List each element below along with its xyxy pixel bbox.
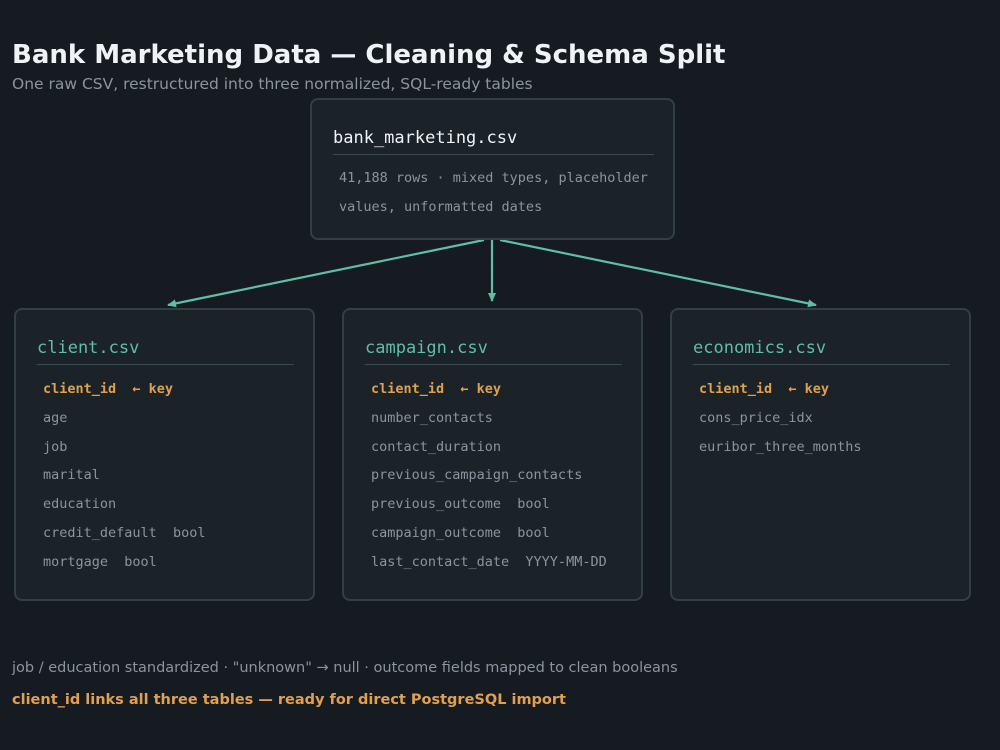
field: marital (43, 467, 100, 484)
field: job (43, 438, 68, 455)
table-box-economics: economics.csv client_id ← key cons_price… (670, 308, 971, 601)
field: last_contact_date YYYY-MM-DD (371, 553, 607, 570)
field-key: client_id ← key (43, 381, 174, 397)
field: previous_outcome bool (371, 496, 550, 513)
field: cons_price_idx (699, 409, 813, 426)
table-box-campaign: campaign.csv client_id ← key number_cont… (342, 308, 643, 601)
arrow-to-economics (499, 238, 817, 308)
table-name: economics.csv (693, 338, 950, 365)
page-subtitle: One raw CSV, restructured into three nor… (12, 75, 533, 93)
field: campaign_outcome bool (371, 524, 550, 541)
field: number_contacts (371, 409, 493, 426)
field-list: client_id ← key cons_price_idx euribor_t… (699, 375, 862, 461)
arrow-to-client (167, 238, 485, 308)
field-key: client_id ← key (371, 381, 502, 397)
field-list: client_id ← key number_contacts contact_… (371, 375, 607, 577)
field: previous_campaign_contacts (371, 467, 583, 484)
field-list: client_id ← key age job marital educatio… (43, 375, 206, 577)
source-file-box: bank_marketing.csv 41,188 rows · mixed t… (310, 98, 675, 240)
page-title: Bank Marketing Data — Cleaning & Schema … (12, 40, 726, 70)
source-file-description: 41,188 rows · mixed types, placeholder v… (339, 170, 648, 215)
field: education (43, 496, 117, 513)
field: age (43, 409, 68, 426)
footer-note: job / education standardized · "unknown"… (12, 660, 678, 676)
field-key: client_id ← key (699, 381, 830, 397)
table-name: client.csv (37, 338, 294, 365)
source-file-name: bank_marketing.csv (333, 128, 654, 155)
field: mortgage bool (43, 553, 157, 570)
field: credit_default bool (43, 524, 206, 541)
field: euribor_three_months (699, 438, 862, 455)
table-name: campaign.csv (365, 338, 622, 365)
table-box-client: client.csv client_id ← key age job marit… (14, 308, 315, 601)
field: contact_duration (371, 438, 502, 455)
footer-highlight: client_id links all three tables — ready… (12, 692, 566, 708)
